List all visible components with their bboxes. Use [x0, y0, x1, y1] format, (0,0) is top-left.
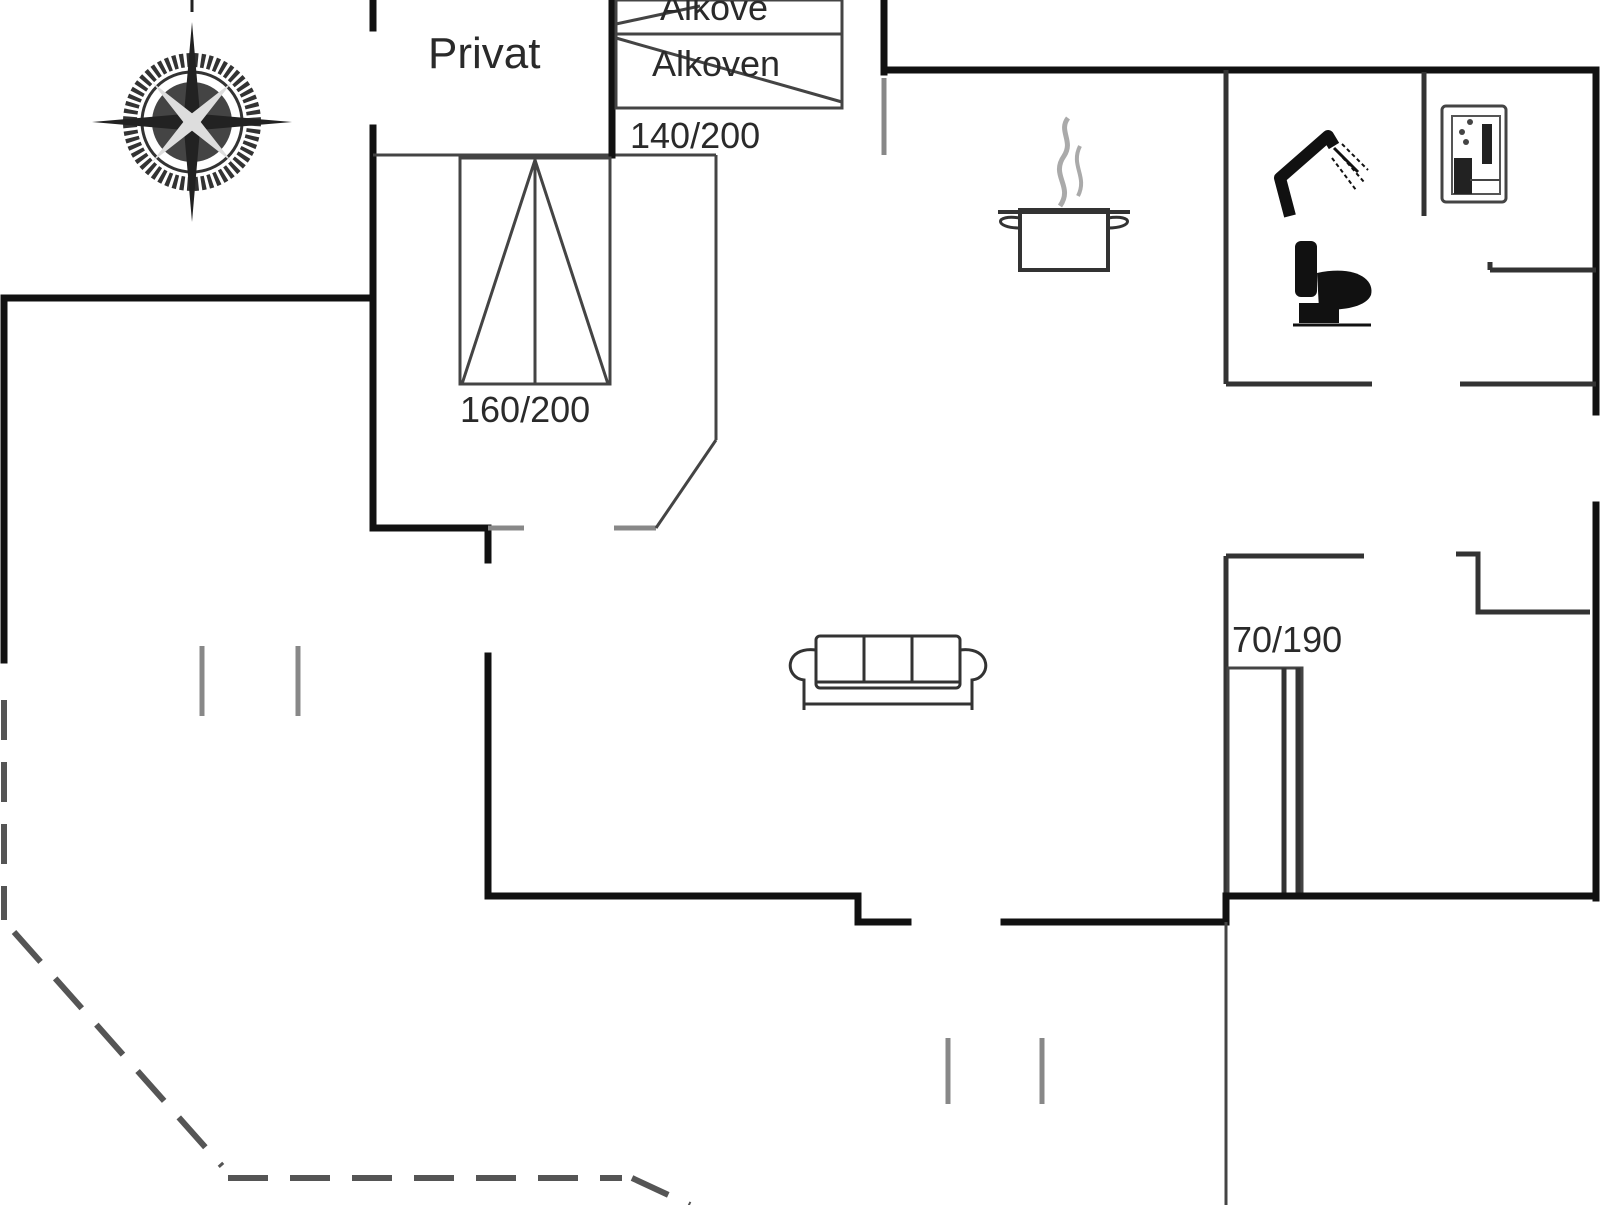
- toilet-icon: [1293, 241, 1372, 327]
- outer-walls: [0, 0, 1600, 902]
- living-room: [484, 634, 1600, 926]
- bed-size-70: 70/190: [1232, 619, 1342, 660]
- double-bed-icon: [458, 155, 612, 386]
- sofa-icon: [788, 634, 988, 710]
- terrace-outline: [1, 646, 1228, 1205]
- bedroom-70: 70/190: [1223, 551, 1590, 898]
- alcove-beds: Alkove Alkoven 140/200: [614, 0, 844, 156]
- shower-icon: [1274, 130, 1369, 218]
- compass-rose-icon: [92, 0, 292, 222]
- washing-machine-icon: [1440, 104, 1508, 204]
- cooking-pot-icon: [998, 116, 1130, 272]
- bedroom-160: 160/200: [369, 155, 718, 564]
- alcove-label-bottom: Alkoven: [652, 43, 780, 84]
- alcove-label-top: Alkove: [660, 0, 768, 28]
- privat-room: Privat: [369, 0, 716, 302]
- bathroom: [1223, 70, 1596, 387]
- bed-size-140: 140/200: [630, 115, 760, 156]
- room-label-privat: Privat: [428, 29, 540, 78]
- bed-size-160: 160/200: [460, 389, 590, 430]
